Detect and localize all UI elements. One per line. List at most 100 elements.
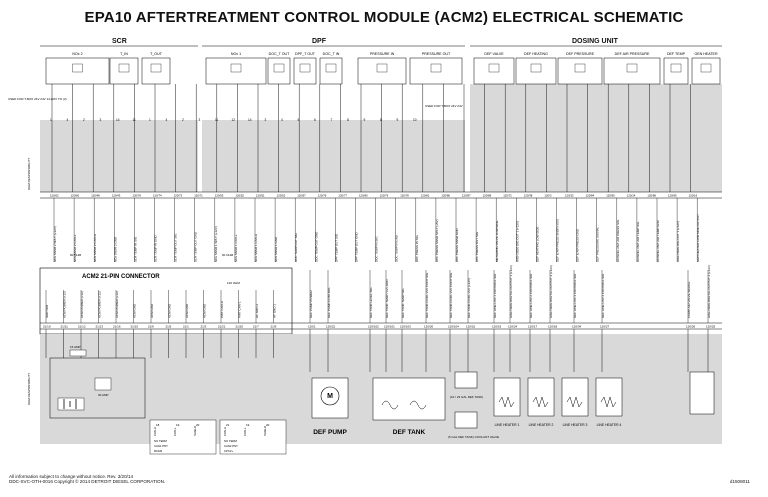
- pin-number: 10: [413, 118, 417, 122]
- lower-signal-label: DEF TANK COOL VLV (+12V): [467, 278, 471, 318]
- connector-signal-label: PWT CAN-L: [238, 301, 242, 318]
- connector-signal-label: ACM GND: [185, 303, 189, 318]
- sensor-box: [409, 57, 463, 85]
- sensor-label: PRESSURE IN: [370, 52, 395, 56]
- pin-number: 5: [298, 118, 300, 122]
- lower-circuit-number: 120/25: [706, 325, 716, 329]
- signal-label: SCR TEMP IN GND: [154, 234, 158, 262]
- oem-area-scr: [40, 120, 198, 192]
- connector-pin: 21/3: [201, 325, 207, 329]
- circuit-number: 120/52: [277, 194, 286, 198]
- circuit-number: 120/14: [627, 194, 636, 198]
- connector-signal-label: ACM GND: [150, 303, 154, 318]
- line-heater-label: LINE HEATER 2: [529, 423, 554, 427]
- circuit-number: 120/16: [689, 194, 698, 198]
- lower-signal-label: DEF TANK COOL VLV CONT SIG: [449, 272, 453, 318]
- resistor-left-label: 60 OHM: [70, 253, 82, 257]
- circuit-number: 120/79: [380, 194, 389, 198]
- sensor-label: T_OUT: [150, 52, 163, 56]
- circuit-number: 120/78: [400, 194, 409, 198]
- pin-number: 2: [83, 118, 85, 122]
- signal-label: DOC TEMP OUT SIG: [294, 232, 298, 262]
- pin-number: 9: [397, 118, 399, 122]
- signal-label: DOSING UNIT AIR TEMP GND: [656, 219, 660, 262]
- line-heater-label: LINE HEATER 3: [563, 423, 588, 427]
- signal-label: GEN HEATER LOW SIDE OUTPUT: [696, 214, 700, 262]
- signal-label: METERING VALVE LOW-SIDE: [495, 220, 499, 262]
- sensor-label: DEF AIR PRESSURE: [615, 52, 650, 56]
- sensor-box: [515, 57, 557, 85]
- sensor-label: PRESSURE OUT: [422, 52, 451, 56]
- connector-pin: 21/10: [43, 325, 51, 329]
- can-table-header: SHIELD: [193, 426, 197, 436]
- oem-area-dosing: [470, 84, 722, 192]
- circuit-number: 120/90: [606, 194, 615, 198]
- relay-icon: [94, 377, 112, 391]
- doc-id: d1508011: [729, 479, 750, 484]
- sensor-label: DOC_T OUT: [269, 52, 291, 56]
- can-table-label: NO TERM: [224, 439, 238, 443]
- lower-circuit-number: 120/17: [528, 325, 538, 329]
- pin-number: 11: [133, 118, 137, 122]
- pin-number: 3: [100, 118, 102, 122]
- signal-label: DEF & AIR PRESS SNSR (+5V): [556, 219, 560, 262]
- sensor-label: DPF_T OUT: [295, 52, 316, 56]
- signal-label: DPF TEMP OUT GND: [355, 231, 359, 262]
- signal-label: DPF PRESS OUT SIG: [475, 231, 479, 262]
- circuit-number: 120/32: [565, 194, 574, 198]
- signal-label: DOC TEMP OUT GND: [314, 231, 318, 262]
- def-tank-box: [372, 377, 446, 421]
- sensor-box: [691, 57, 721, 85]
- signal-label: HIGH SIDE DIG OUT 1 (+12V): [676, 221, 680, 262]
- signal-label: NOx SNSR 2 GND: [113, 236, 117, 262]
- connector-signal-label: HF GND 1: [273, 304, 277, 318]
- page-title: EPA10 AFTERTREATMENT CONTROL MODULE (ACM…: [84, 9, 684, 26]
- signal-label: DPF TEMP OUT SIG: [334, 233, 338, 262]
- tank-note: (10 / 23 GAL DEF TANK): [450, 395, 483, 399]
- connector-pin: 21/15: [131, 325, 139, 329]
- tank-heater-icon: [381, 400, 399, 410]
- lower-circuit-number: 120/24: [508, 325, 518, 329]
- signal-label: HIGH SIDE DIG OUT 1 (+12V): [515, 221, 519, 262]
- can-table-label: CPC2+: [224, 449, 233, 453]
- lower-circuit-number: 120/18: [548, 325, 558, 329]
- lower-signal-label: DEF TANK LEVEL SIG: [369, 287, 373, 318]
- signal-label: SCR TEMP OUT SIG: [174, 233, 178, 262]
- connector-signal-label: ACM GND: [168, 303, 172, 318]
- circuit-number: 120/95: [668, 194, 677, 198]
- signal-label: NOx SNSR 1 GND: [274, 236, 278, 262]
- line-heater-box: [493, 377, 521, 417]
- signal-label: NOx SNSR 1 CAN-H: [254, 234, 258, 262]
- signal-label: DPF PRESS IN SIG: [415, 234, 419, 262]
- line-heater-label: LINE HEATER 1: [495, 423, 520, 427]
- wires: [51, 84, 691, 192]
- circuit-number: 120/74: [153, 194, 162, 198]
- lower-circuit-number: 120/22: [326, 325, 336, 329]
- battery-icon: [57, 397, 85, 411]
- signal-label: SCR TEMP OUT GND: [194, 231, 198, 262]
- circuit-number: 120/38: [524, 194, 533, 198]
- can-table-pin: 21: [226, 423, 230, 427]
- line-heater-box: [527, 377, 555, 417]
- signal-label: NOx SNSR 2 CAN-H: [93, 234, 97, 262]
- pin-number: 8: [380, 118, 382, 122]
- signal-label: DPF PRESS SNSR GND: [455, 227, 459, 262]
- pin-number: 14: [248, 118, 252, 122]
- pin-number: 1: [50, 118, 52, 122]
- connector-signal-label: IGNITION: [45, 305, 49, 318]
- connector-pin: 21/11: [61, 325, 69, 329]
- coolant-valve-box: [454, 411, 478, 429]
- circuit-number: 120/80: [359, 194, 368, 198]
- signal-label: DEF PRESSURE SIGNAL: [596, 226, 600, 262]
- lower-circuit-number: 120/19: [492, 325, 502, 329]
- lower-circuit-number: 120/34: [572, 325, 582, 329]
- signal-label: NOx SNSR 2 SPLY (+12V): [53, 226, 57, 262]
- fuse-label: 15 AMP: [70, 345, 81, 349]
- sensor-label: DEF TEMP: [667, 52, 686, 56]
- pin-number: 8: [347, 118, 349, 122]
- pump-motor-icon: [320, 386, 340, 406]
